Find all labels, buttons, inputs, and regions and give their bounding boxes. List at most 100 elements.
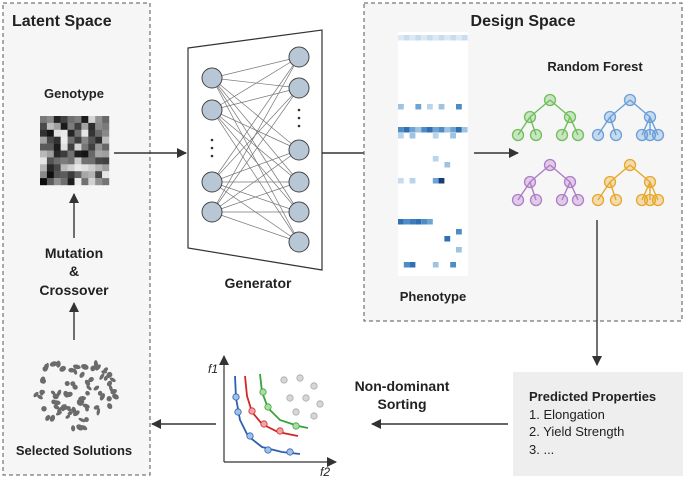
solution-blob	[97, 390, 103, 396]
pareto-point-dominated	[302, 394, 310, 402]
tree-edge	[609, 181, 617, 201]
genotype-cell	[102, 178, 110, 186]
pareto-point-dominated	[310, 382, 318, 390]
tree-node	[511, 193, 525, 207]
selected-solutions-label: Selected Solutions	[16, 443, 132, 458]
tree-edge	[529, 181, 537, 201]
genotype-cell	[60, 122, 68, 130]
network-edge	[211, 56, 300, 79]
genotype-matrix	[40, 116, 110, 186]
network-node-input	[201, 171, 223, 193]
pareto-x-label: f2	[320, 465, 330, 479]
genotype-cell	[53, 164, 61, 172]
genotype-cell	[81, 150, 89, 158]
tree-edge	[597, 181, 611, 201]
solution-blob	[56, 389, 62, 397]
network-edge	[211, 109, 300, 213]
phenotype-cell	[398, 35, 404, 41]
genotype-cell	[81, 122, 89, 130]
genotype-cell	[53, 143, 61, 151]
phenotype-cell	[461, 35, 468, 41]
phenotype-cell	[421, 219, 427, 225]
genotype-cell	[74, 116, 82, 124]
phenotype-cell	[456, 247, 462, 253]
phenotype-cell	[432, 178, 439, 184]
network-node-output	[288, 77, 310, 99]
network-node-output	[288, 46, 310, 68]
phenotype-cell	[432, 156, 439, 162]
solution-blob	[106, 380, 113, 387]
pareto-point-red	[276, 427, 284, 435]
genotype-cell	[95, 143, 103, 151]
tree-node	[511, 128, 525, 142]
genotype-cell	[46, 143, 54, 151]
generator-network	[201, 46, 310, 253]
solution-blob	[72, 364, 81, 370]
pareto-point-blue	[234, 408, 242, 416]
tree-node	[623, 158, 637, 172]
genotype-cell	[60, 143, 68, 151]
network-edge	[211, 181, 300, 213]
network-node-output	[288, 139, 310, 161]
tree-node	[571, 128, 585, 142]
tree-node	[591, 128, 605, 142]
genotype-cell	[95, 122, 103, 130]
predicted-item-2: 2. Yield Strength	[529, 424, 624, 439]
genotype-cell	[53, 116, 61, 124]
tree-node	[643, 175, 657, 189]
genotype-cell	[60, 157, 68, 165]
solution-blob	[109, 377, 116, 383]
genotype-cell	[40, 178, 48, 186]
genotype-cell	[88, 143, 96, 151]
genotype-cell	[46, 178, 54, 186]
tree-node	[643, 128, 657, 142]
phenotype-cell	[409, 35, 416, 41]
phenotype-cell	[403, 219, 410, 225]
phenotype-cell	[432, 127, 439, 133]
genotype-cell	[95, 136, 103, 144]
genotype-cell	[60, 136, 68, 144]
tree-node	[523, 175, 537, 189]
genotype-cell	[53, 150, 61, 158]
genotype-cell	[95, 178, 103, 186]
sorting-label-line1: Non-dominant	[355, 378, 450, 394]
phenotype-cell	[432, 262, 439, 268]
tree-edge	[561, 116, 571, 136]
solution-blob	[65, 414, 71, 419]
phenotype-cell	[456, 127, 462, 133]
tree-node	[603, 175, 617, 189]
genotype-cell	[81, 129, 89, 137]
genotype-cell	[40, 164, 48, 172]
genotype-cell	[88, 171, 96, 179]
tree-node	[603, 110, 617, 124]
phenotype-cell	[450, 127, 456, 133]
solution-blob	[50, 390, 56, 395]
mutation-label: Mutation	[45, 245, 103, 261]
pareto-point-dominated	[292, 408, 300, 416]
genotype-cell	[53, 129, 61, 137]
tree-edge	[629, 99, 651, 118]
genotype-cell	[81, 157, 89, 165]
solution-blob	[99, 373, 105, 380]
tree-node	[523, 110, 537, 124]
tree-edge	[649, 181, 659, 201]
solution-blob	[76, 399, 82, 406]
solution-blob	[71, 425, 76, 432]
solution-blob	[90, 365, 96, 372]
genotype-cell	[95, 157, 103, 165]
phenotype-cell	[409, 262, 416, 268]
solution-blob	[49, 414, 56, 422]
network-edge	[211, 77, 300, 151]
solution-blob	[85, 406, 89, 412]
genotype-cell	[67, 157, 75, 165]
genotype-cell	[74, 164, 82, 172]
ellipsis-dot	[210, 146, 214, 150]
network-edge	[211, 87, 300, 111]
genotype-cell	[74, 122, 82, 130]
genotype-cell	[88, 129, 96, 137]
solution-blob	[64, 380, 70, 386]
predicted-title: Predicted Properties	[529, 389, 656, 404]
genotype-cell	[53, 178, 61, 186]
genotype-cell	[67, 178, 75, 186]
